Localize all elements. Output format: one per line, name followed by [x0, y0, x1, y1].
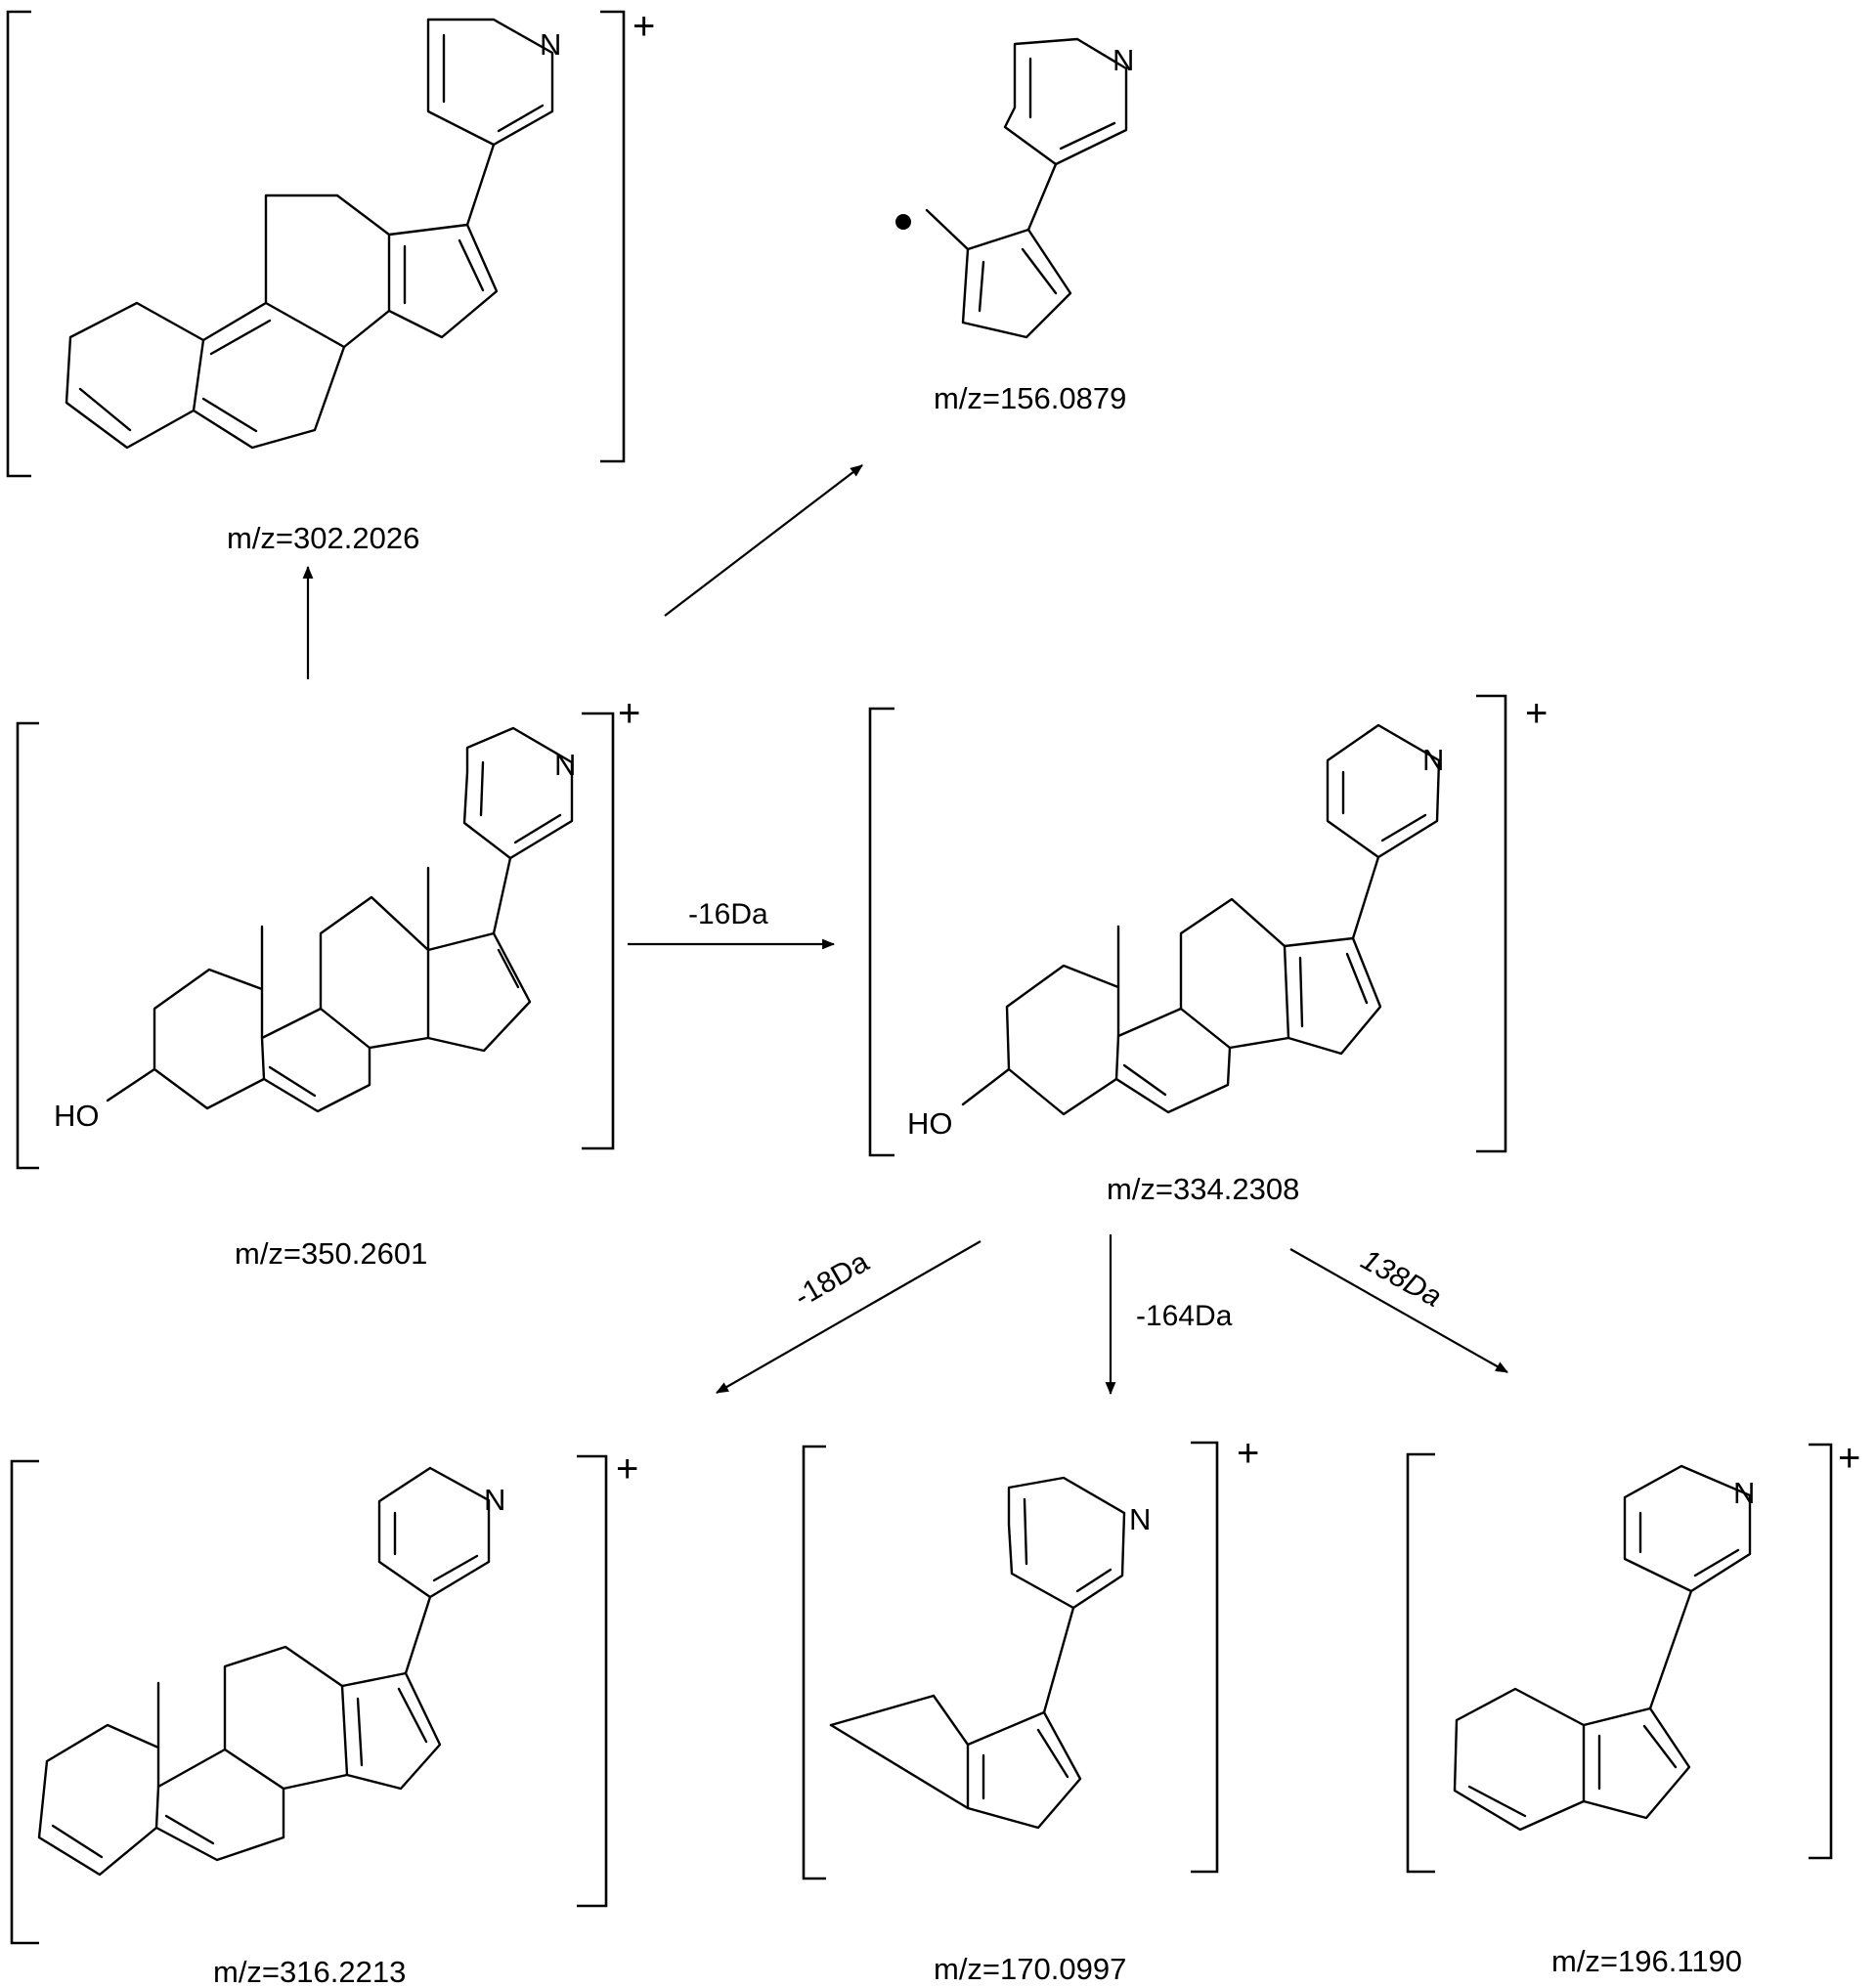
step-label: -16Da	[688, 898, 768, 930]
species-334: + N HO m/z=334.2308	[868, 692, 1548, 1206]
atom-label: HO	[907, 1106, 953, 1141]
arrow-to-316	[716, 1240, 982, 1394]
charge-sign: +	[1838, 1437, 1860, 1480]
arrow-to-156	[664, 464, 863, 617]
charge-sign: +	[1525, 692, 1548, 735]
atom-label: N	[1129, 1502, 1151, 1536]
step-label: -164Da	[1136, 1300, 1233, 1332]
species-316: + N m/z=316.2213	[10, 1447, 638, 1987]
atom-label: N	[540, 27, 561, 62]
atom-label: HO	[54, 1099, 100, 1133]
arrow-to-196	[1289, 1248, 1508, 1373]
charge-sign: +	[633, 5, 655, 48]
species-302: + N m/z=302.2026	[6, 5, 655, 555]
species-170: + N m/z=170.0997	[802, 1432, 1259, 1986]
species-156: N m/z=156.0879	[895, 37, 1134, 415]
species-350: + N HO m/z=350.2601	[16, 692, 640, 1271]
species-label: m/z=302.2026	[227, 521, 419, 555]
radical-dot	[895, 214, 911, 230]
atom-label: N	[554, 748, 576, 782]
step-label: -18Da	[789, 1245, 875, 1314]
species-label: m/z=334.2308	[1107, 1172, 1299, 1206]
species-label: m/z=156.0879	[934, 381, 1126, 415]
charge-sign: +	[618, 692, 640, 735]
atom-label: N	[1113, 43, 1134, 77]
species-label: m/z=170.0997	[934, 1952, 1126, 1986]
reaction-arrows: -16Da -18Da -164Da 138Da	[302, 464, 1508, 1396]
charge-sign: +	[1237, 1432, 1259, 1475]
species-label: m/z=316.2213	[213, 1955, 406, 1987]
atom-label: N	[484, 1483, 505, 1517]
species-label: m/z=196.1190	[1551, 1944, 1742, 1978]
species-label: m/z=350.2601	[235, 1236, 427, 1271]
charge-sign: +	[616, 1447, 638, 1490]
species-196: + N m/z=196.1190	[1406, 1437, 1860, 1978]
step-label: 138Da	[1356, 1243, 1447, 1314]
atom-label: N	[1733, 1476, 1755, 1510]
atom-label: N	[1422, 743, 1444, 777]
